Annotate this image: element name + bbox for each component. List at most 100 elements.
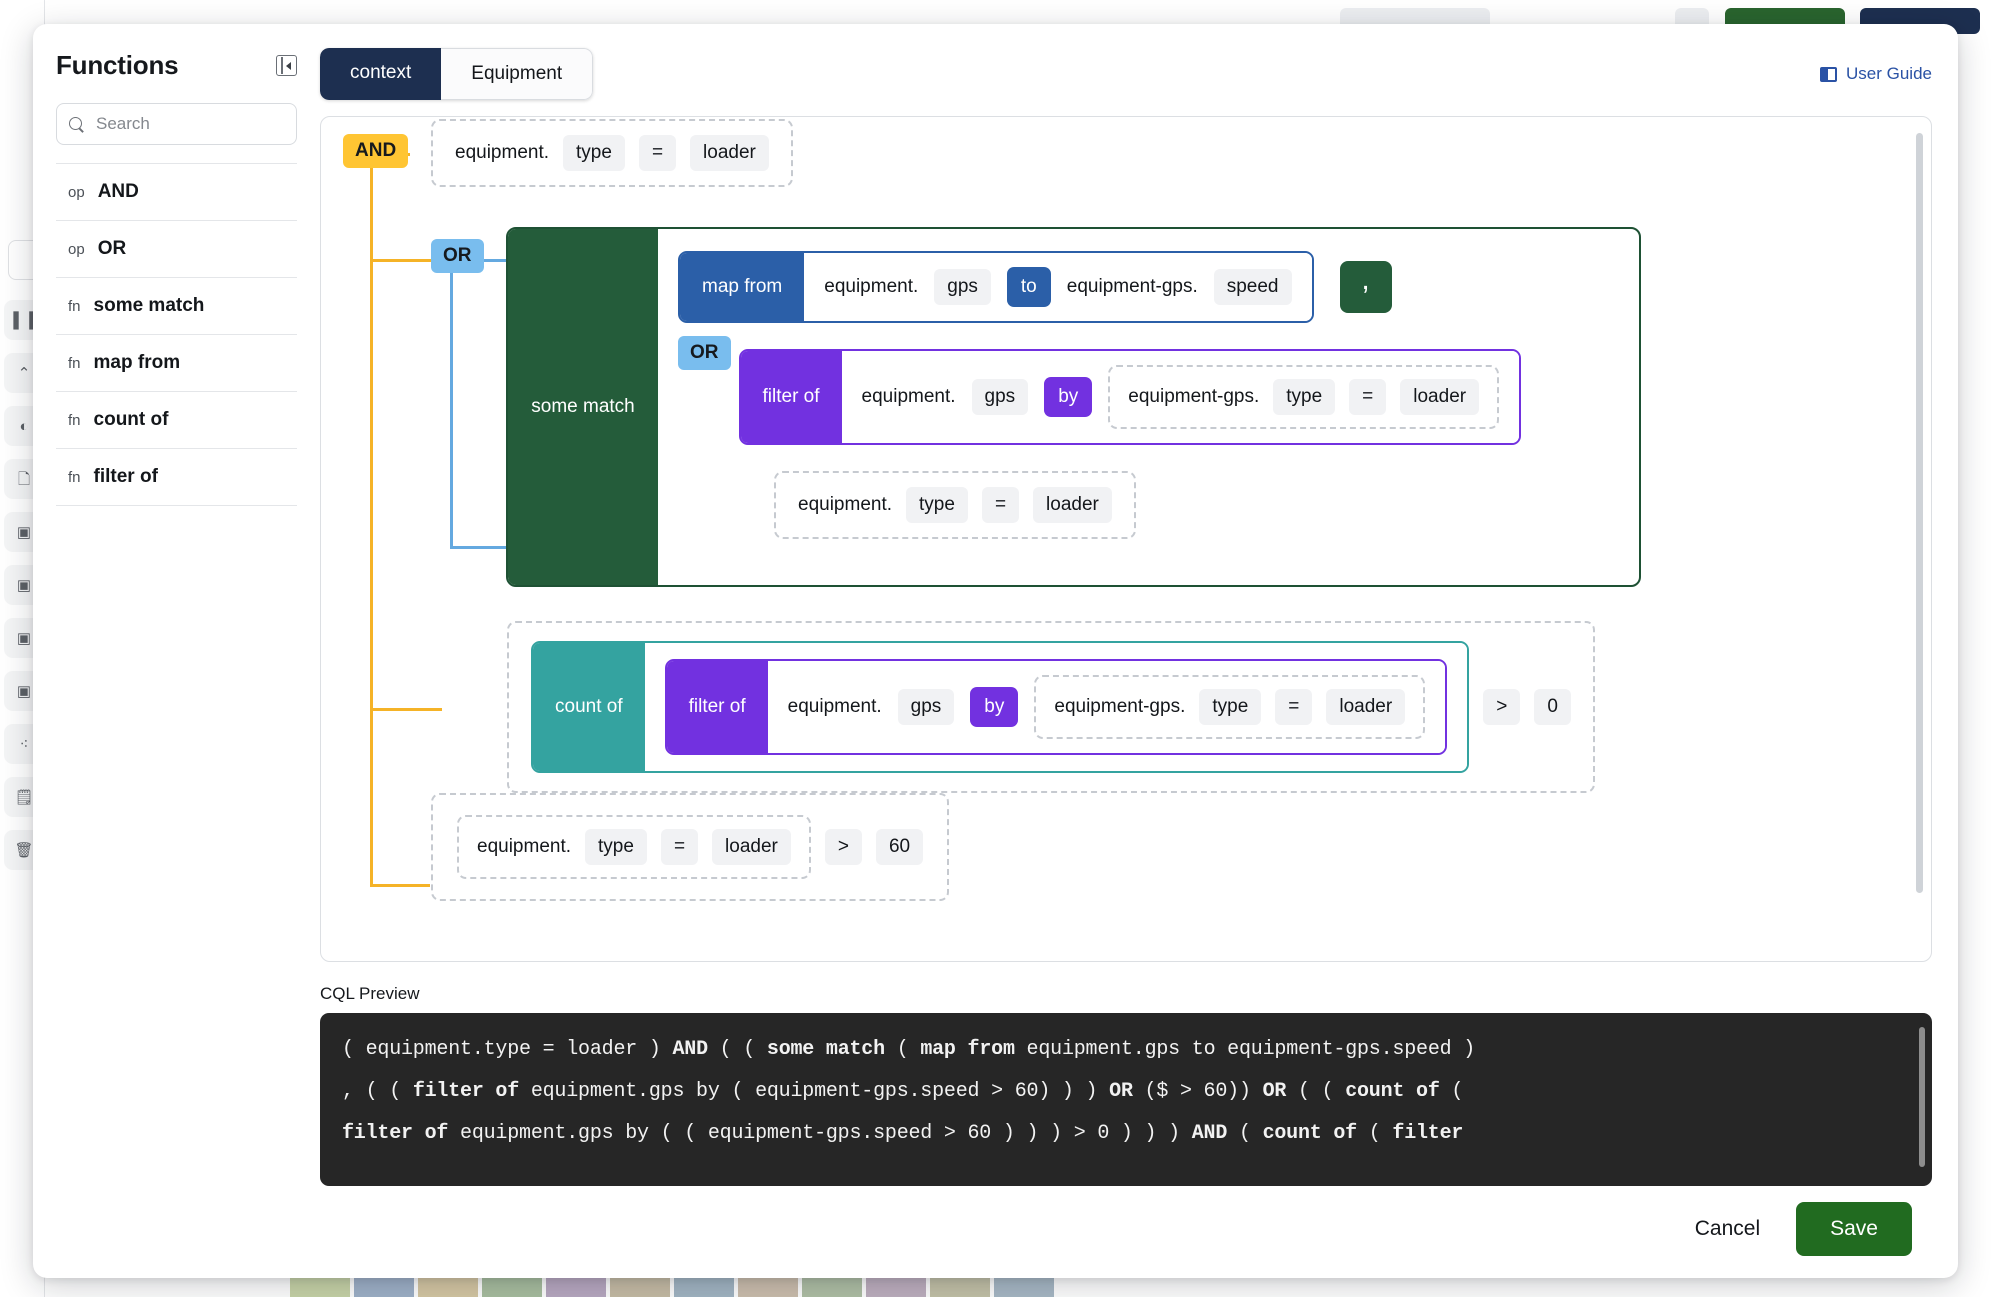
value-chip[interactable]: loader bbox=[1033, 487, 1112, 523]
filter-of-header[interactable]: filter of bbox=[666, 661, 768, 753]
connector-line bbox=[450, 259, 453, 549]
predicate-field-chip[interactable]: type bbox=[1199, 689, 1262, 725]
predicate-prefix: equipment-gps. bbox=[1054, 696, 1186, 717]
operator-badge-or[interactable]: OR bbox=[431, 239, 484, 273]
kind-label: fn bbox=[68, 298, 81, 315]
source-chip[interactable]: gps bbox=[897, 689, 955, 725]
canvas-scrollbar[interactable] bbox=[1916, 133, 1923, 893]
target-chip[interactable]: speed bbox=[1213, 269, 1292, 305]
operator-badge-and[interactable]: AND bbox=[343, 134, 409, 168]
sidebar-item-some-match[interactable]: fn some match bbox=[56, 278, 297, 335]
sidebar-item-filter-of[interactable]: fn filter of bbox=[56, 449, 297, 506]
filter-of-card[interactable]: filter of equipment. gps by equipment-gp… bbox=[664, 659, 1448, 755]
builder-main: context Equipment User Guide bbox=[320, 24, 1958, 1186]
filter-of-row: OR filter of equipment. gps by equipment… bbox=[678, 336, 1617, 445]
compare-value-chip[interactable]: 0 bbox=[1534, 689, 1571, 725]
predicate-operator-chip[interactable]: = bbox=[1349, 379, 1387, 415]
kind-label: op bbox=[68, 241, 85, 258]
cql-text: ( bbox=[1356, 1121, 1393, 1145]
tab-context[interactable]: context bbox=[320, 48, 442, 100]
operator-chip[interactable]: = bbox=[638, 135, 677, 171]
outer-expression-group[interactable]: equipment. type = loader > 60 bbox=[431, 793, 950, 901]
cql-line-3: filter of equipment.gps by ( ( equipment… bbox=[342, 1113, 1906, 1155]
tab-equipment[interactable]: Equipment bbox=[441, 48, 594, 100]
count-of-row: count of filter of equipment. gps by bbox=[507, 621, 1595, 793]
function-label: AND bbox=[97, 181, 139, 202]
connector-line bbox=[450, 546, 512, 549]
value-chip[interactable]: loader bbox=[712, 829, 791, 865]
cql-keyword: filter of bbox=[412, 1079, 520, 1103]
by-keyword[interactable]: by bbox=[970, 687, 1019, 727]
field-prefix: equipment. bbox=[477, 836, 572, 857]
predicate-value-chip[interactable]: loader bbox=[1400, 379, 1480, 415]
sidebar-item-or[interactable]: op OR bbox=[56, 221, 297, 278]
operator-badge-or-inner[interactable]: OR bbox=[678, 336, 731, 370]
search-box[interactable] bbox=[56, 103, 297, 145]
field-chip[interactable]: type bbox=[563, 135, 625, 171]
rule-canvas[interactable]: AND equipment. type = loader OR some mat… bbox=[320, 116, 1932, 962]
sidebar-item-and[interactable]: op AND bbox=[56, 163, 297, 221]
save-button[interactable]: Save bbox=[1796, 1202, 1912, 1256]
source-chip[interactable]: gps bbox=[971, 379, 1029, 415]
field-chip[interactable]: type bbox=[906, 487, 968, 523]
cql-preview-label: CQL Preview bbox=[320, 983, 420, 1003]
compare-operator-chip[interactable]: > bbox=[1483, 689, 1521, 725]
value-chip[interactable]: loader bbox=[690, 135, 769, 171]
predicate-field-chip[interactable]: type bbox=[1273, 379, 1336, 415]
map-from-args: equipment. gps to equipment-gps. speed bbox=[804, 253, 1312, 321]
cql-text: ($ > 60)) bbox=[1132, 1079, 1263, 1103]
count-of-args: filter of equipment. gps by equipment-gp… bbox=[644, 643, 1468, 771]
cql-preview-code[interactable]: ( equipment.type = loader ) AND ( ( some… bbox=[320, 1012, 1932, 1186]
connector-line bbox=[370, 153, 373, 887]
cql-keyword: AND bbox=[672, 1037, 708, 1061]
map-from-row: map from equipment. gps to equipment-gps… bbox=[678, 251, 1617, 323]
cql-text: ( ( bbox=[1286, 1079, 1346, 1103]
sidebar-item-count-of[interactable]: fn count of bbox=[56, 392, 297, 449]
some-match-label[interactable]: some match bbox=[508, 229, 658, 585]
source-prefix: equipment. bbox=[787, 696, 882, 717]
expression-group[interactable]: equipment. type = loader bbox=[774, 471, 1136, 539]
compare-operator-chip[interactable]: > bbox=[824, 829, 862, 865]
collapse-panel-icon[interactable] bbox=[276, 55, 297, 76]
cql-keyword: AND bbox=[1191, 1121, 1228, 1145]
separator-comma-chip[interactable]: , bbox=[1339, 261, 1392, 313]
count-of-card[interactable]: count of filter of equipment. gps by bbox=[531, 641, 1470, 773]
map-from-header[interactable]: map from bbox=[680, 253, 805, 321]
field-chip[interactable]: type bbox=[585, 829, 647, 865]
predicate-operator-chip[interactable]: = bbox=[1275, 689, 1313, 725]
cql-text: ( bbox=[1227, 1121, 1263, 1145]
source-chip[interactable]: gps bbox=[934, 269, 991, 305]
expression-group[interactable]: equipment. type = loader bbox=[431, 119, 793, 187]
cql-line-1: ( equipment.type = loader ) AND ( ( some… bbox=[342, 1029, 1906, 1071]
cql-text: ( bbox=[1439, 1079, 1464, 1103]
cql-scrollbar[interactable] bbox=[1919, 1026, 1925, 1167]
cql-keyword: filter of bbox=[342, 1121, 449, 1145]
book-icon bbox=[1820, 66, 1838, 82]
filter-of-card[interactable]: filter of equipment. gps by equipment-gp… bbox=[738, 349, 1522, 445]
expression-group[interactable]: equipment. type = loader bbox=[457, 815, 811, 879]
some-match-block: some match map from equipment. gps to eq… bbox=[506, 227, 1641, 587]
count-of-expression-group[interactable]: count of filter of equipment. gps by bbox=[507, 621, 1595, 793]
filter-of-header[interactable]: filter of bbox=[740, 351, 842, 443]
search-input[interactable] bbox=[94, 113, 284, 135]
to-keyword[interactable]: to bbox=[1006, 267, 1051, 307]
kind-label: fn bbox=[68, 412, 81, 429]
count-of-header[interactable]: count of bbox=[533, 643, 645, 771]
sidebar-item-map-from[interactable]: fn map from bbox=[56, 335, 297, 392]
map-from-card[interactable]: map from equipment. gps to equipment-gps… bbox=[678, 251, 1314, 323]
compare-value-chip[interactable]: 60 bbox=[875, 829, 924, 865]
predicate-value-chip[interactable]: loader bbox=[1326, 689, 1406, 725]
predicate-group[interactable]: equipment-gps. type = loader bbox=[1108, 365, 1500, 429]
user-guide-link[interactable]: User Guide bbox=[1820, 64, 1932, 84]
operator-chip[interactable]: = bbox=[660, 829, 699, 865]
cancel-button[interactable]: Cancel bbox=[1689, 1216, 1766, 1242]
modal-footer: Cancel Save bbox=[33, 1186, 1958, 1278]
cql-text: equipment.gps by ( ( equipment-gps.speed… bbox=[448, 1121, 1192, 1145]
cql-keyword: count of bbox=[1345, 1079, 1440, 1103]
operator-chip[interactable]: = bbox=[981, 487, 1020, 523]
rule-row-1: equipment. type = loader bbox=[431, 119, 793, 187]
predicate-group[interactable]: equipment-gps. type = loader bbox=[1034, 675, 1426, 739]
field-prefix: equipment. bbox=[798, 494, 893, 515]
source-prefix: equipment. bbox=[824, 276, 919, 297]
by-keyword[interactable]: by bbox=[1044, 377, 1093, 417]
